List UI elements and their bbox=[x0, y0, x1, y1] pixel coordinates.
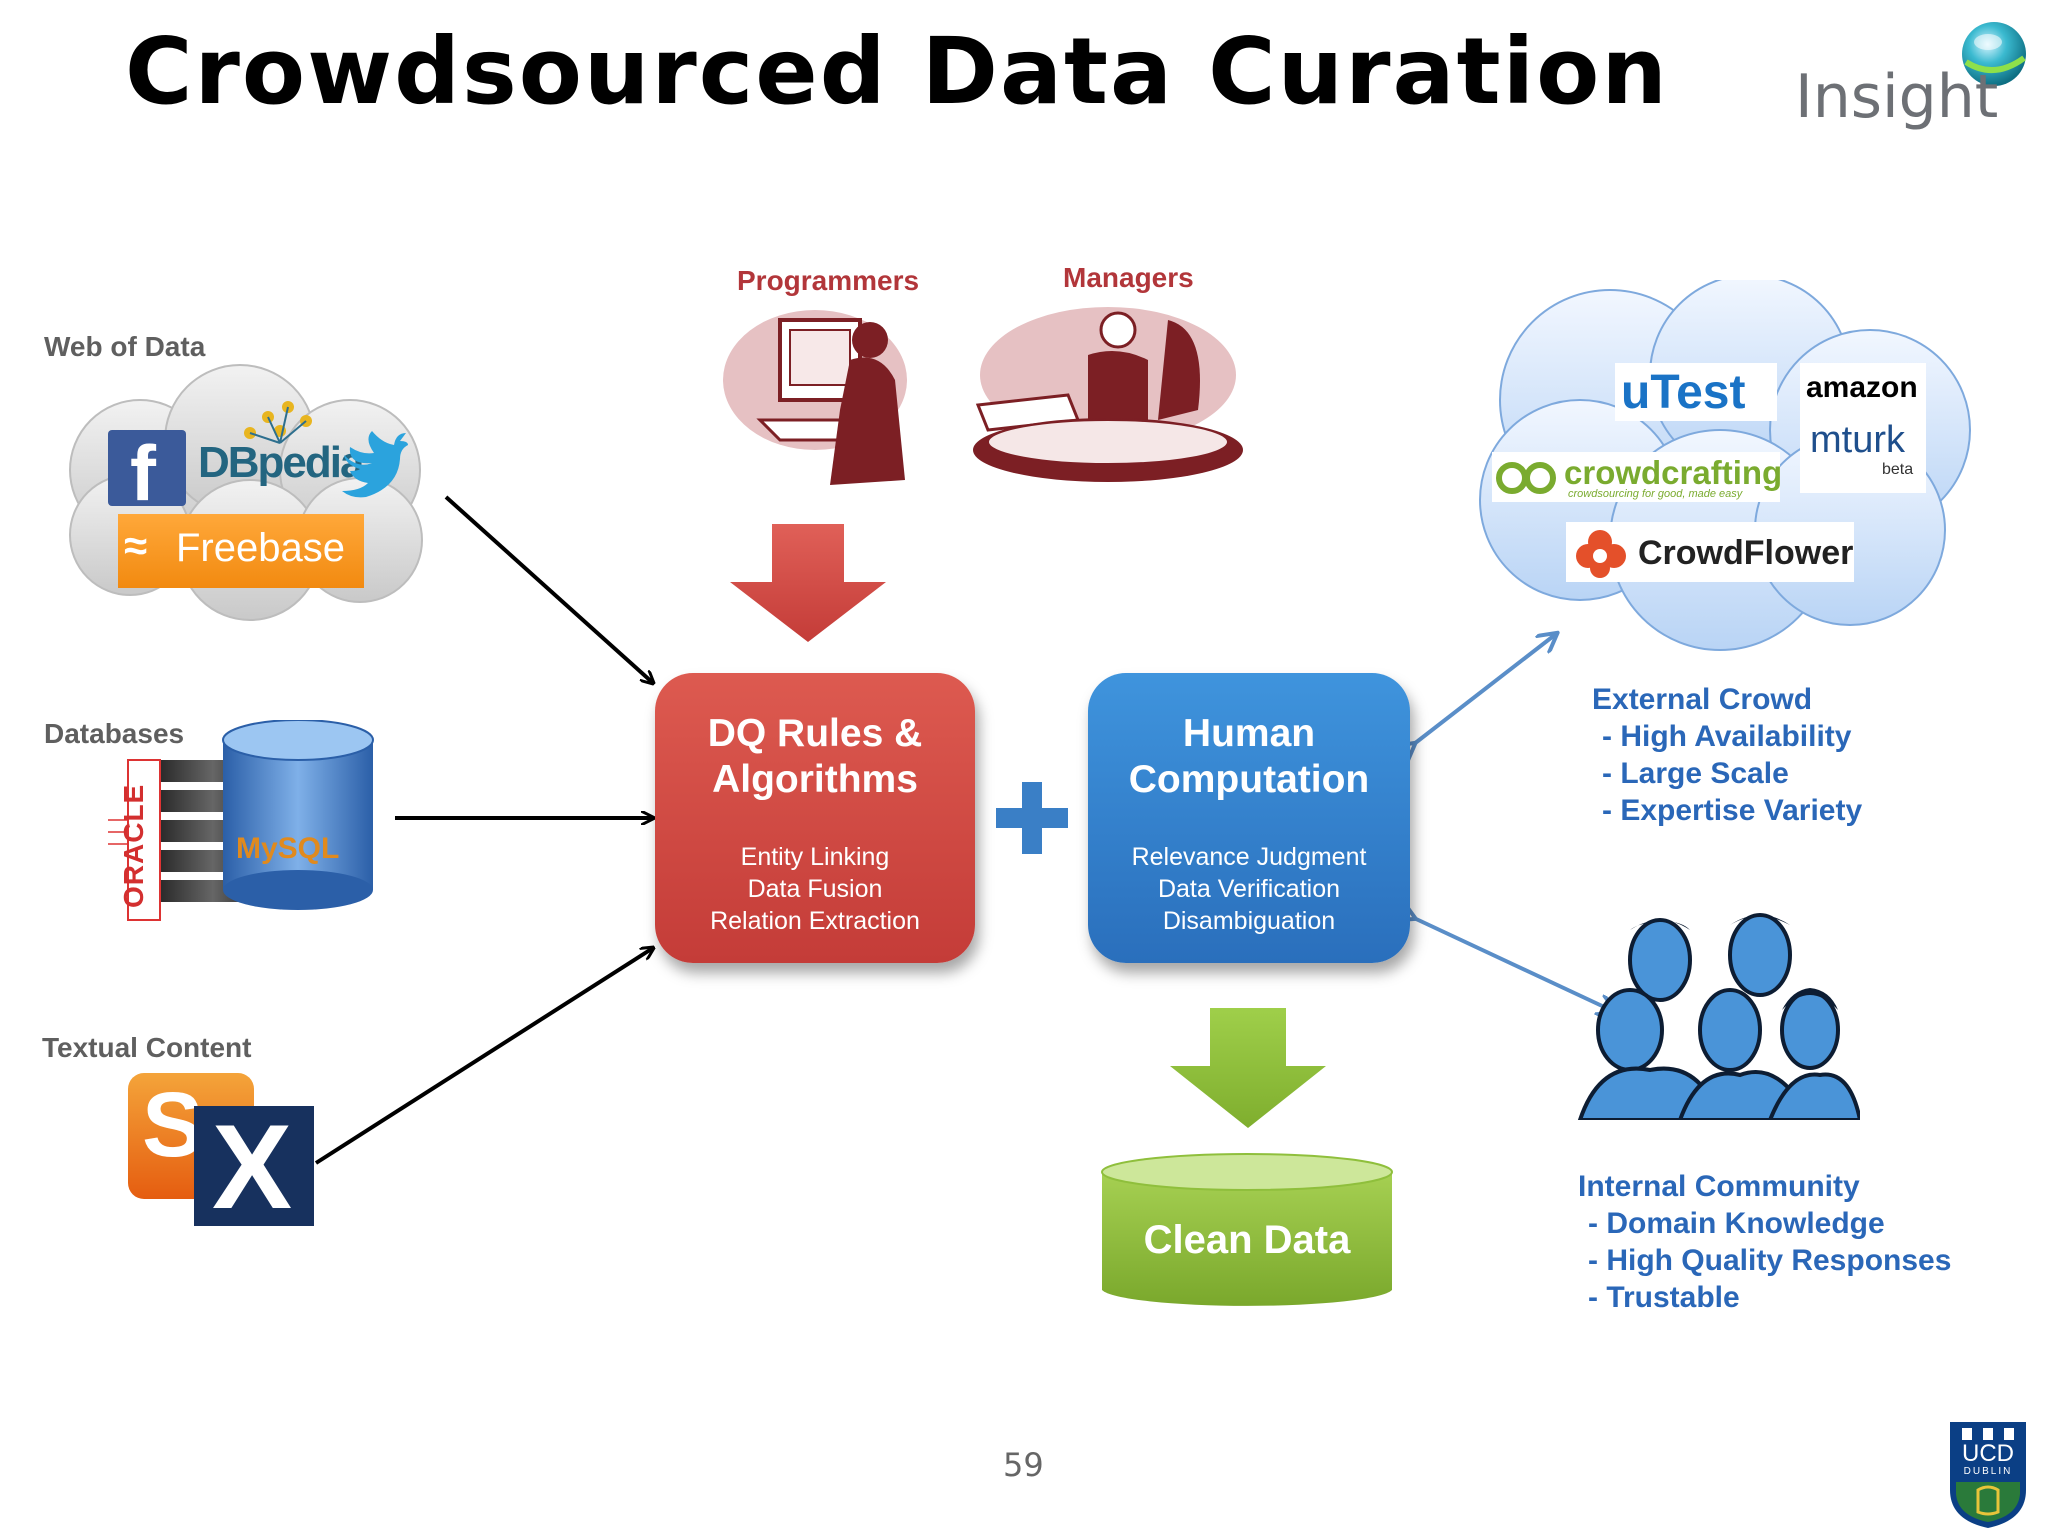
internal-community-item: - High Quality Responses bbox=[1588, 1244, 1952, 1277]
green-down-arrow-icon bbox=[1170, 1008, 1326, 1128]
arrow-text-to-dq bbox=[314, 948, 653, 1165]
insight-globe-icon bbox=[1962, 22, 2026, 86]
facebook-f-icon: f bbox=[130, 429, 156, 517]
people-group-clipart-icon bbox=[1577, 913, 1860, 1120]
amazon-mturk-logo: amazon mturk beta bbox=[1800, 363, 1926, 493]
external-crowd-block: External Crowd - High Availability - Lar… bbox=[1592, 681, 1862, 829]
human-computation-box: Human Computation Relevance Judgment Dat… bbox=[1088, 673, 1410, 963]
dq-title-line1: DQ Rules & bbox=[707, 712, 923, 755]
dq-title-line2: Algorithms bbox=[712, 758, 918, 801]
hc-title-line2: Computation bbox=[1128, 758, 1370, 801]
clean-data-cylinder-icon bbox=[1101, 1153, 1393, 1306]
dq-item-data-fusion: Data Fusion bbox=[747, 875, 883, 903]
ucd-logo: UCD DUBLIN bbox=[1948, 1420, 2028, 1530]
xwiki-logo: X bbox=[194, 1100, 314, 1234]
hc-title-line1: Human bbox=[1182, 712, 1316, 755]
internal-community-item: - Trustable bbox=[1588, 1281, 1740, 1314]
freebase-logo: ≈ Freebase bbox=[118, 514, 364, 588]
databases-label: Databases bbox=[44, 718, 185, 749]
database-stack-icon bbox=[108, 720, 374, 921]
external-crowd-item: - High Availability bbox=[1602, 720, 1852, 753]
facebook-logo: f bbox=[108, 429, 186, 517]
sharepoint-s-icon: S bbox=[142, 1074, 204, 1176]
hc-item-disambiguation: Disambiguation bbox=[1162, 907, 1336, 935]
ucd-dublin-text: DUBLIN bbox=[1963, 1466, 2013, 1477]
arrow-hc-external-crowd bbox=[1414, 634, 1556, 744]
dq-item-relation-extraction: Relation Extraction bbox=[710, 907, 920, 935]
manager-clipart-icon bbox=[973, 307, 1243, 482]
internal-community-item: - Domain Knowledge bbox=[1588, 1207, 1885, 1240]
crowdflower-icon bbox=[1576, 530, 1626, 578]
managers-label: Managers bbox=[1063, 262, 1194, 293]
page-title: Crowdsourced Data Curation bbox=[125, 18, 1669, 125]
mysql-logo: MySQL bbox=[236, 832, 340, 865]
crowdcrafting-icon bbox=[1496, 462, 1556, 494]
internal-community-block: Internal Community - Domain Knowledge - … bbox=[1578, 1168, 1951, 1316]
external-crowd-title: External Crowd bbox=[1592, 683, 1813, 716]
dq-rules-box: DQ Rules & Algorithms Entity Linking Dat… bbox=[655, 673, 975, 963]
external-crowd-item: - Large Scale bbox=[1602, 757, 1789, 790]
hc-item-data-verification: Data Verification bbox=[1157, 875, 1341, 903]
arrow-hc-internal-community bbox=[1414, 918, 1615, 1012]
programmer-clipart-icon bbox=[723, 310, 907, 485]
crowdcrafting-logo: crowdcrafting crowdsourcing for good, ma… bbox=[1492, 452, 1782, 502]
web-of-data-label: Web of Data bbox=[44, 331, 206, 362]
utest-logo: uTest bbox=[1615, 363, 1777, 421]
ucd-text: UCD bbox=[1962, 1440, 2014, 1467]
ucd-crest-icon bbox=[1950, 1422, 2026, 1528]
red-down-arrow-icon bbox=[730, 524, 886, 642]
crowdflower-logo: CrowdFlower bbox=[1566, 522, 1854, 582]
freebase-wave-icon: ≈ bbox=[124, 522, 148, 569]
arrow-web-to-dq bbox=[444, 495, 653, 683]
freebase-text: Freebase bbox=[176, 526, 345, 570]
internal-community-title: Internal Community bbox=[1578, 1170, 1860, 1203]
clean-data-label: Clean Data bbox=[1143, 1218, 1351, 1262]
dq-item-entity-linking: Entity Linking bbox=[740, 843, 890, 871]
insight-logo: Insight bbox=[1795, 62, 1999, 132]
programmers-label: Programmers bbox=[737, 265, 920, 296]
external-crowd-item: - Expertise Variety bbox=[1602, 794, 1863, 827]
dbpedia-logo: DBpedia bbox=[198, 438, 364, 487]
hc-item-relevance-judgment: Relevance Judgment bbox=[1131, 843, 1367, 871]
page-number: 59 bbox=[1003, 1446, 1044, 1484]
xwiki-x-icon: X bbox=[212, 1100, 293, 1234]
textual-content-label: Textual Content bbox=[42, 1032, 252, 1063]
twitter-bird-icon bbox=[342, 431, 408, 498]
plus-icon bbox=[996, 782, 1068, 854]
dbpedia-dots-icon bbox=[244, 401, 312, 444]
